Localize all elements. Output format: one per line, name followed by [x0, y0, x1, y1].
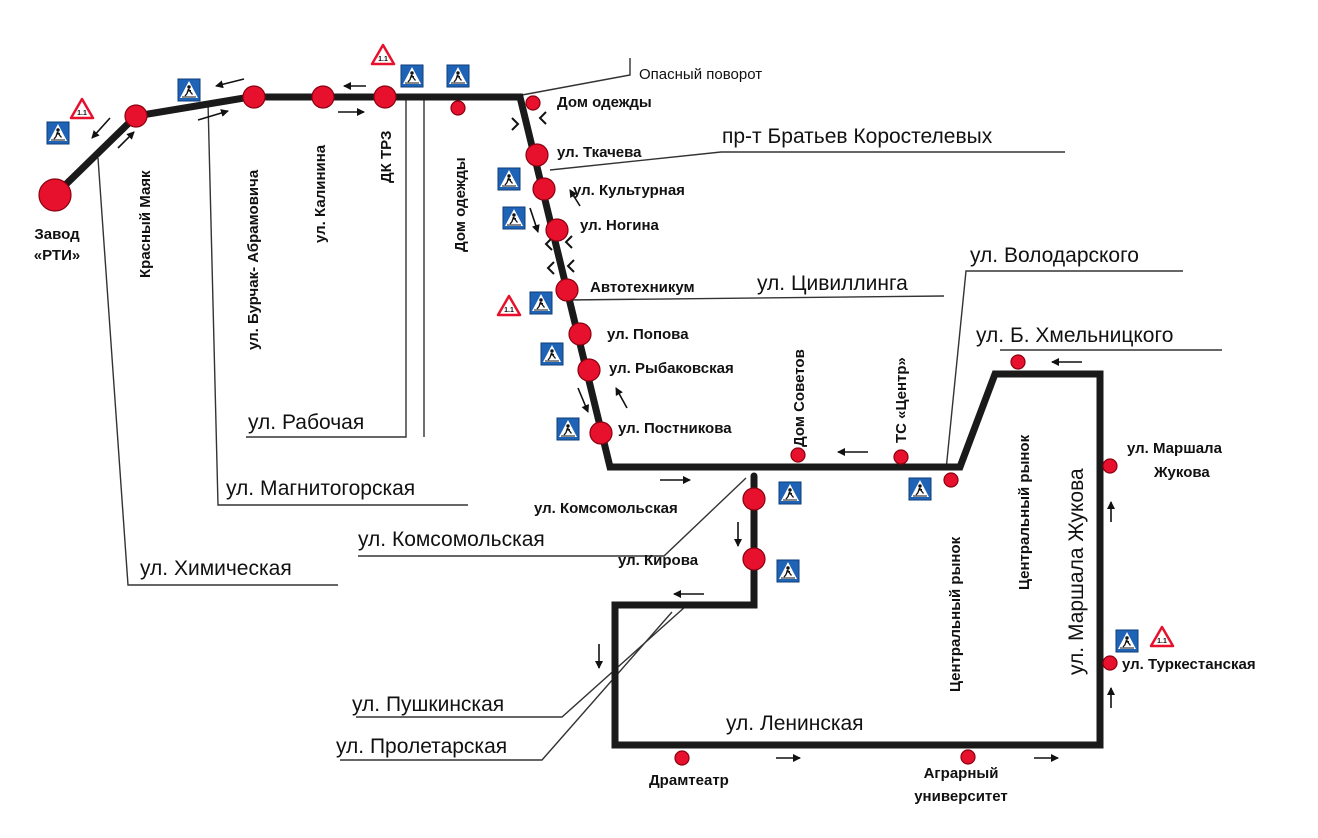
stop-postnikova	[589, 421, 613, 445]
stop-label-dom-odezhdy-vertical: Дом одежды	[452, 157, 469, 252]
crosswalk-icon	[776, 559, 800, 583]
stop-label-rti: «РТИ»	[34, 247, 80, 264]
stop-label-dom-odezhdy: Дом одежды	[557, 94, 652, 111]
stop-label-dom-sovetov: Дом Советов	[791, 349, 808, 447]
stop-marshala-zhukova	[1102, 458, 1118, 474]
stop-nogina	[545, 218, 569, 242]
stop-turkestanskaya	[1102, 655, 1118, 671]
crosswalk-icon	[540, 342, 564, 366]
stop-dramteatr	[674, 750, 690, 766]
direction-arrows	[91, 78, 1115, 762]
crosswalk-icon	[556, 417, 580, 441]
stop-label-rybakovskaya: ул. Рыбаковская	[609, 360, 734, 377]
crosswalk-icon	[778, 481, 802, 505]
crosswalk-icon	[177, 78, 201, 102]
stop-label-avtotekhnikum: Автотехникум	[590, 279, 695, 296]
stop-label-burchak: ул. Бурчак- Абрамовича	[245, 169, 262, 350]
street-label-rabochaya: ул. Рабочая	[248, 411, 364, 434]
stop-label-agrarny-2: университет	[914, 788, 1008, 805]
dangerous-turn-warning-icon	[69, 97, 95, 120]
stop-label-turkestanskaya: ул. Туркестанская	[1122, 656, 1256, 673]
stop-label-marshala-zhukova-2: Жукова	[1153, 464, 1210, 481]
stop-zavod-rti	[38, 178, 72, 212]
stop-popova	[568, 322, 592, 346]
street-label-b-khmelnitskogo: ул. Б. Хмельницкого	[976, 324, 1173, 347]
stop-b-khmelnitskogo	[1010, 354, 1026, 370]
street-label-khimicheskaya: ул. Химическая	[140, 557, 292, 580]
stop-dom-odezhdy	[450, 100, 466, 116]
stop-burchak	[242, 85, 266, 109]
stop-dk-trz	[373, 85, 397, 109]
stop-tsentr-rynok	[943, 472, 959, 488]
stop-rybakovskaya	[577, 358, 601, 382]
stop-label-dk-trz: ДК ТРЗ	[378, 131, 395, 183]
stop-tkacheva	[525, 143, 549, 167]
crosswalk-icon	[46, 121, 70, 145]
stop-label-zavod: Завод	[34, 226, 80, 243]
stop-dom-odezhdy-2	[525, 95, 541, 111]
street-label-volodarskogo: ул. Володарского	[970, 244, 1139, 267]
crosswalk-icon	[400, 64, 424, 88]
stop-komsomolskaya	[742, 487, 766, 511]
stop-ts-centr	[893, 449, 909, 465]
stop-label-kalinina: ул. Калинина	[312, 144, 329, 243]
crosswalk-icon	[502, 206, 526, 230]
street-label-komsomolskaya: ул. Комсомольская	[358, 528, 545, 551]
dangerous-turn-warning-icon	[370, 43, 396, 66]
stop-label-agrarny-1: Аграрный	[924, 765, 999, 782]
dangerous-turn-warning-icon	[1149, 625, 1175, 648]
street-label-tsivillinga: ул. Цивиллинга	[757, 272, 908, 295]
street-labels: пр-т Братьев Коростелевых ул. Володарско…	[140, 66, 1173, 758]
street-label-brat-korostelevykh: пр-т Братьев Коростелевых	[722, 125, 993, 148]
street-label-proletarskaya: ул. Пролетарская	[336, 735, 507, 758]
stop-kulturnaya	[532, 177, 556, 201]
stop-label-dramteatr: Драмтеатр	[649, 772, 729, 789]
stop-label-komsomolskaya: ул. Комсомольская	[534, 500, 678, 517]
stop-avtotekhnikum	[555, 278, 579, 302]
stop-kirova	[742, 547, 766, 571]
stop-label-ts-centr: ТС «Центр»	[893, 357, 910, 443]
stop-label-krasny-mayak: Красный Маяк	[137, 170, 154, 278]
stop-label-nogina: ул. Ногина	[580, 217, 660, 234]
crosswalk-icon	[908, 477, 932, 501]
stop-label-kulturnaya: ул. Культурная	[573, 182, 685, 199]
crosswalk-icon	[497, 167, 521, 191]
stop-krasny-mayak	[124, 104, 148, 128]
stop-dom-sovetov	[790, 447, 806, 463]
stop-label-tsentr-rynok-2: Центральный рынок	[1016, 434, 1033, 590]
dangerous-turn-note: Опасный поворот	[639, 66, 762, 83]
dangerous-turn-warning-icon	[496, 294, 522, 317]
stop-label-tsentr-rynok-1: Центральный рынок	[947, 536, 964, 692]
crosswalk-icon	[446, 64, 470, 88]
stop-labels-vertical: Красный Маяк ул. Бурчак- Абрамовича ул. …	[137, 131, 1033, 692]
stop-label-tkacheva: ул. Ткачева	[557, 144, 642, 161]
stop-label-postnikova: ул. Постникова	[618, 420, 732, 437]
street-label-pushkinskaya: ул. Пушкинская	[352, 693, 504, 716]
street-label-leninskaya: ул. Ленинская	[726, 712, 864, 735]
street-label-magnitogorskaya: ул. Магнитогорская	[226, 477, 415, 500]
stop-kalinina	[311, 85, 335, 109]
crosswalk-icon	[1115, 629, 1139, 653]
street-label-marshala-zhukova: ул. Маршала Жукова	[1065, 468, 1088, 675]
stop-label-popova: ул. Попова	[607, 326, 689, 343]
crosswalk-icon	[529, 291, 553, 315]
leader-lines	[97, 58, 1222, 761]
stop-label-kirova: ул. Кирова	[618, 552, 699, 569]
stop-labels: Завод «РТИ» Дом одежды ул. Ткачева ул. К…	[34, 94, 1256, 805]
stop-agrarny	[960, 749, 976, 765]
stops	[38, 85, 1118, 766]
dangerous-turn-marks	[511, 111, 575, 275]
stop-label-marshala-zhukova-1: ул. Маршала	[1127, 440, 1223, 457]
